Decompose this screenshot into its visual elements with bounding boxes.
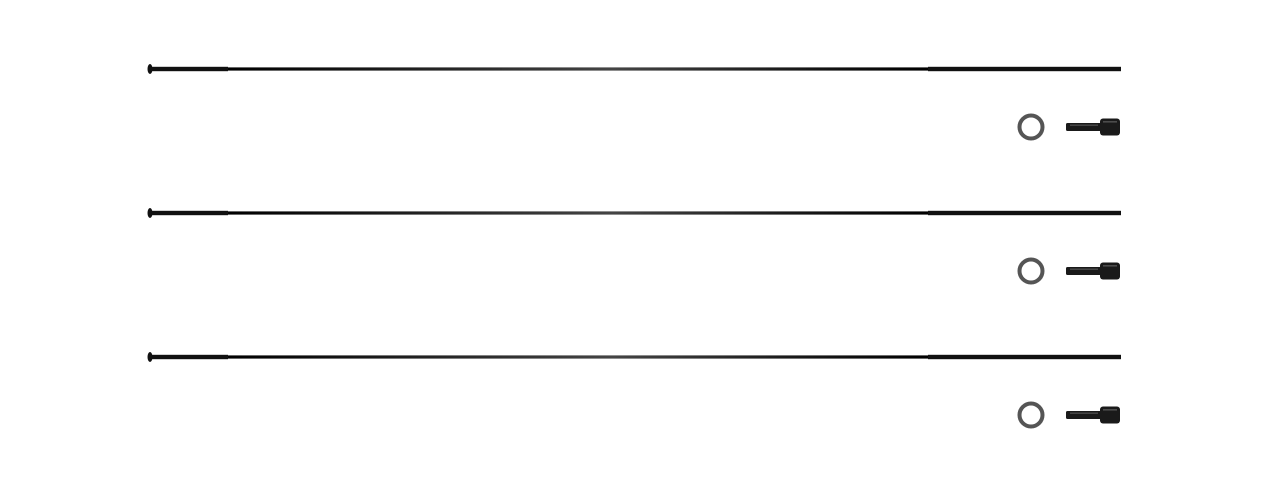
nipple-shank [1066,411,1102,419]
nipple-head [1100,118,1120,136]
spoke-threaded-end [928,66,1121,72]
nipple-head-highlight [1103,265,1117,267]
nipple-shank [1066,123,1102,131]
spoke-set-2 [147,208,1121,285]
nipple-head-highlight [1103,121,1117,123]
nipple [1066,406,1120,424]
spoke-neck [150,354,228,360]
washer [1017,113,1045,141]
spoke-neck [150,66,228,72]
spoke-neck [150,210,228,216]
spoke [147,64,1121,74]
nipple-highlight [1070,124,1098,126]
nipple-head [1100,262,1120,280]
spoke-set-3 [147,352,1121,429]
nipple-head [1100,406,1120,424]
spoke-shaft [228,355,928,359]
spoke-set-1 [147,64,1121,141]
nipple-highlight [1070,268,1098,270]
washer [1017,401,1045,429]
nipple [1066,262,1120,280]
nipple [1066,118,1120,136]
spoke [147,208,1121,218]
spoke-threaded-end [928,210,1121,216]
nipple-head-highlight [1103,409,1117,411]
nipple-highlight [1070,412,1098,414]
spoke-shaft [228,67,928,71]
spoke [147,352,1121,362]
spoke-shaft [228,211,928,215]
washer [1017,257,1045,285]
nipple-shank [1066,267,1102,275]
spoke-threaded-end [928,354,1121,360]
